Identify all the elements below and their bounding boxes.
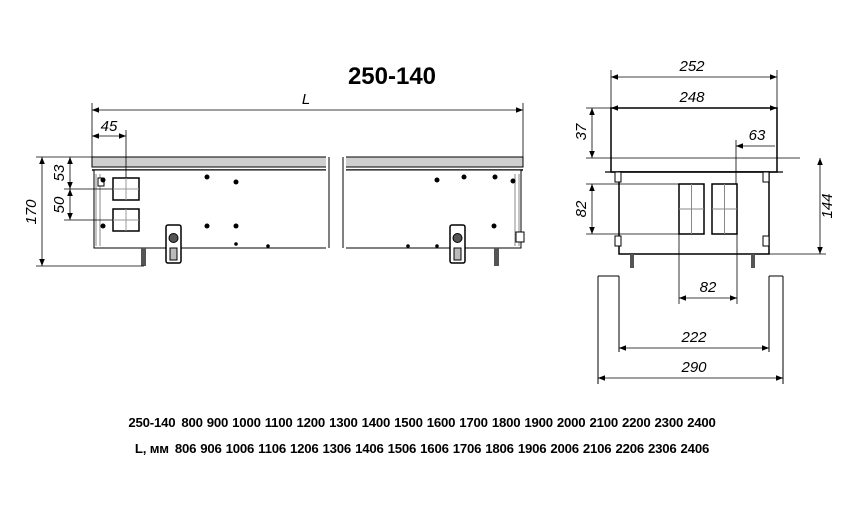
dim-width-82: 82	[700, 279, 717, 296]
length-cell: 1406	[355, 441, 384, 456]
length-cell: 906	[200, 441, 222, 456]
length-cell: 1506	[387, 441, 417, 456]
model-title: 250-140	[348, 63, 436, 90]
length-cell: 1906	[517, 441, 547, 456]
model-size-cell: 1400	[361, 415, 391, 430]
length-cell: 1706	[452, 441, 482, 456]
model-size-cell: 1000	[232, 415, 261, 430]
side-view	[597, 107, 784, 384]
front-grille-left	[91, 156, 330, 168]
length-cell: 1006	[225, 441, 255, 456]
model-size-cell: 1900	[524, 415, 553, 430]
model-size-cell: 1800	[491, 415, 521, 430]
model-size-cell: 900	[206, 415, 229, 430]
length-cell: 1806	[485, 441, 514, 456]
model-size-cell: 2400	[687, 415, 716, 430]
model-size-cell: 1200	[296, 415, 326, 430]
front-screw-dots	[100, 174, 516, 248]
length-cell: 2206	[615, 441, 644, 456]
front-view	[91, 152, 525, 266]
model-size-cell: 1500	[394, 415, 423, 430]
front-dimensions	[36, 103, 524, 267]
dim-width-248: 248	[678, 89, 705, 106]
dim-width-222: 222	[680, 329, 707, 346]
model-size-cell: 1100	[264, 415, 293, 430]
dim-offset-45: 45	[101, 118, 118, 135]
length-cell: 2006	[550, 441, 579, 456]
length-cell: 2406	[680, 441, 710, 456]
length-cell: 2306	[648, 441, 677, 456]
dim-height-37: 37	[573, 123, 590, 140]
dim-width-290: 290	[680, 359, 707, 376]
length-cell: 1206	[289, 441, 319, 456]
side-dimensions	[586, 70, 826, 381]
length-cell: 2106	[582, 441, 612, 456]
dim-height-144: 144	[819, 193, 836, 218]
dim-offset-63: 63	[749, 127, 766, 144]
model-size-cell: 2100	[589, 415, 618, 430]
model-size-cell: 2200	[622, 415, 651, 430]
model-size-cell: 2300	[654, 415, 684, 430]
dim-height-82: 82	[573, 200, 590, 217]
model-size-cell: 1600	[426, 415, 456, 430]
dim-height-170: 170	[23, 199, 40, 225]
model-size-cell: 1700	[459, 415, 488, 430]
dim-height-50: 50	[51, 196, 68, 213]
length-cell: 806	[174, 441, 197, 456]
row-label: L, мм	[134, 441, 169, 456]
length-cell: 1606	[420, 441, 449, 456]
row-label: 250-140	[128, 415, 176, 430]
side-grille	[610, 107, 778, 173]
model-size-cell: 2000	[556, 415, 586, 430]
dim-width-252: 252	[678, 58, 705, 75]
front-grille-right	[342, 156, 524, 168]
model-size-cell: 800	[181, 415, 203, 430]
dim-height-53: 53	[51, 164, 68, 181]
length-cell: 1306	[322, 441, 352, 456]
length-cell: 1106	[258, 441, 286, 456]
front-body-right	[342, 169, 522, 249]
dim-length-label: L	[302, 91, 310, 108]
model-size-cell: 1300	[329, 415, 358, 430]
